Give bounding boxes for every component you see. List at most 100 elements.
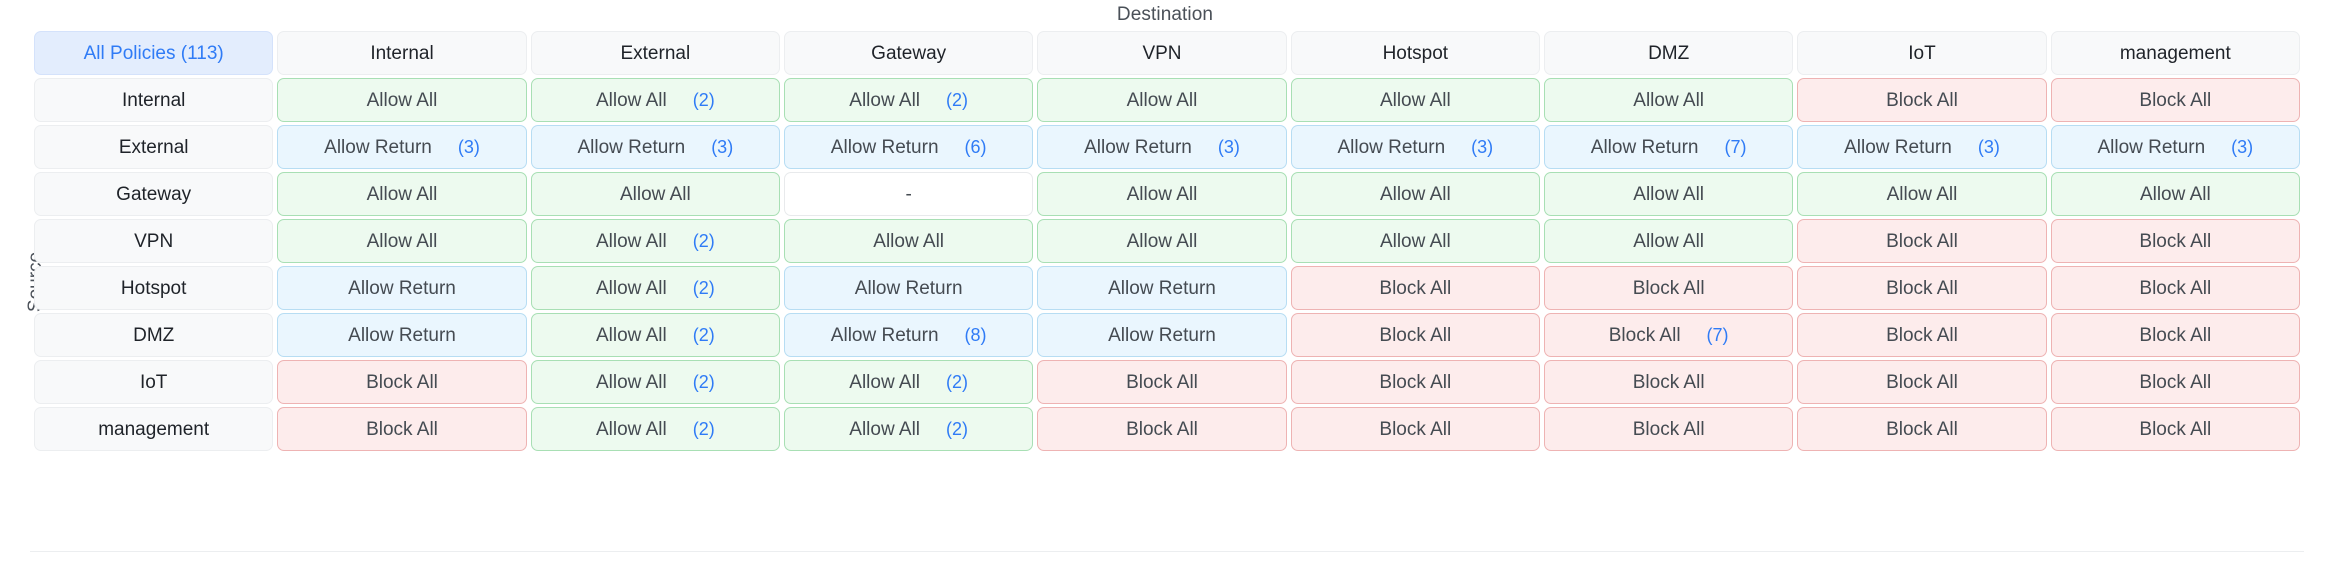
policy-cell-vpn-to-gateway[interactable]: Allow All <box>784 219 1034 263</box>
matrix-cell[interactable]: Allow All <box>1543 172 1794 216</box>
matrix-cell[interactable]: Allow All <box>277 172 527 216</box>
matrix-cell[interactable]: Allow All(2) <box>784 360 1034 404</box>
matrix-cell[interactable]: Block All <box>1797 266 2047 310</box>
matrix-cell[interactable]: Block All <box>1037 360 1287 404</box>
matrix-cell[interactable]: Allow All(2) <box>530 407 780 451</box>
matrix-cell[interactable]: Block All <box>1543 266 1794 310</box>
policy-cell-dmz-to-external[interactable]: Allow All(2) <box>530 313 780 357</box>
policy-cell-gateway-to-internal[interactable]: Allow All <box>277 172 527 216</box>
policy-cell-management-to-gateway[interactable]: Allow All(2) <box>784 407 1034 451</box>
column-header-cell[interactable]: DMZ <box>1543 31 1794 75</box>
policy-cell-internal-to-hotspot[interactable]: Allow All <box>1290 78 1540 122</box>
policy-cell-dmz-to-hotspot[interactable]: Block All <box>1290 313 1540 357</box>
matrix-cell[interactable]: Allow All <box>277 78 527 122</box>
matrix-cell[interactable]: Block All <box>2050 78 2300 122</box>
matrix-cell[interactable]: Block All <box>1037 407 1287 451</box>
policy-cell-management-to-external[interactable]: Allow All(2) <box>530 407 780 451</box>
policy-cell-internal-to-dmz[interactable]: Allow All <box>1543 78 1794 122</box>
matrix-cell[interactable]: Block All <box>1797 407 2047 451</box>
policy-cell-vpn-to-vpn[interactable]: Allow All <box>1037 219 1287 263</box>
matrix-cell[interactable]: Allow Return(3) <box>1037 125 1287 169</box>
policy-cell-dmz-to-management[interactable]: Block All <box>2050 313 2300 357</box>
row-header-cell[interactable]: Hotspot <box>34 266 274 310</box>
matrix-cell[interactable]: Allow All(2) <box>784 78 1034 122</box>
column-header-management[interactable]: management <box>2050 31 2300 75</box>
matrix-cell[interactable]: Allow All <box>2050 172 2300 216</box>
matrix-cell[interactable]: Block All(7) <box>1543 313 1794 357</box>
policy-cell-iot-to-management[interactable]: Block All <box>2050 360 2300 404</box>
policy-cell-iot-to-internal[interactable]: Block All <box>277 360 527 404</box>
matrix-cell[interactable]: Allow All <box>1797 172 2047 216</box>
policy-cell-hotspot-to-gateway[interactable]: Allow Return <box>784 266 1034 310</box>
matrix-cell[interactable]: Allow Return <box>784 266 1034 310</box>
matrix-cell[interactable]: Allow All <box>1037 172 1287 216</box>
policy-cell-dmz-to-iot[interactable]: Block All <box>1797 313 2047 357</box>
matrix-cell[interactable]: Allow All <box>277 219 527 263</box>
policy-cell-external-to-dmz[interactable]: Allow Return(7) <box>1543 125 1794 169</box>
policy-cell-gateway-to-gateway[interactable]: - <box>784 172 1034 216</box>
matrix-cell[interactable]: Allow Return <box>277 313 527 357</box>
column-header-vpn[interactable]: VPN <box>1037 31 1287 75</box>
row-header-gateway[interactable]: Gateway <box>34 172 274 216</box>
row-header-dmz[interactable]: DMZ <box>34 313 274 357</box>
matrix-cell[interactable]: Allow All <box>1543 219 1794 263</box>
policy-cell-gateway-to-vpn[interactable]: Allow All <box>1037 172 1287 216</box>
policy-cell-gateway-to-hotspot[interactable]: Allow All <box>1290 172 1540 216</box>
matrix-cell[interactable]: Allow Return(3) <box>277 125 527 169</box>
matrix-cell[interactable]: Block All <box>1290 407 1540 451</box>
matrix-cell[interactable]: Allow Return(3) <box>1797 125 2047 169</box>
policy-cell-management-to-internal[interactable]: Block All <box>277 407 527 451</box>
row-header-hotspot[interactable]: Hotspot <box>34 266 274 310</box>
matrix-cell[interactable]: Allow All <box>1290 172 1540 216</box>
row-header-cell[interactable]: Gateway <box>34 172 274 216</box>
matrix-cell[interactable]: Allow All(2) <box>530 266 780 310</box>
matrix-cell[interactable]: Block All <box>1290 313 1540 357</box>
policy-cell-internal-to-internal[interactable]: Allow All <box>277 78 527 122</box>
column-header-iot[interactable]: IoT <box>1797 31 2047 75</box>
matrix-cell[interactable]: Allow Return(3) <box>530 125 780 169</box>
matrix-cell[interactable]: Block All <box>277 360 527 404</box>
policy-cell-iot-to-dmz[interactable]: Block All <box>1543 360 1794 404</box>
policy-cell-management-to-management[interactable]: Block All <box>2050 407 2300 451</box>
column-header-cell[interactable]: IoT <box>1797 31 2047 75</box>
column-header-cell[interactable]: External <box>530 31 780 75</box>
policy-cell-management-to-hotspot[interactable]: Block All <box>1290 407 1540 451</box>
matrix-cell[interactable]: Block All <box>2050 219 2300 263</box>
row-header-cell[interactable]: External <box>34 125 274 169</box>
policy-cell-external-to-hotspot[interactable]: Allow Return(3) <box>1290 125 1540 169</box>
policy-cell-management-to-iot[interactable]: Block All <box>1797 407 2047 451</box>
policy-cell-dmz-to-vpn[interactable]: Allow Return <box>1037 313 1287 357</box>
policy-cell-hotspot-to-vpn[interactable]: Allow Return <box>1037 266 1287 310</box>
column-header-internal[interactable]: Internal <box>277 31 527 75</box>
policy-cell-iot-to-hotspot[interactable]: Block All <box>1290 360 1540 404</box>
matrix-cell[interactable]: - <box>784 172 1034 216</box>
matrix-cell[interactable]: Allow Return(8) <box>784 313 1034 357</box>
policy-cell-vpn-to-internal[interactable]: Allow All <box>277 219 527 263</box>
row-header-iot[interactable]: IoT <box>34 360 274 404</box>
row-header-cell[interactable]: Internal <box>34 78 274 122</box>
matrix-cell[interactable]: Allow Return(7) <box>1543 125 1794 169</box>
row-header-cell[interactable]: DMZ <box>34 313 274 357</box>
matrix-cell[interactable]: Block All <box>1797 78 2047 122</box>
policy-cell-dmz-to-internal[interactable]: Allow Return <box>277 313 527 357</box>
matrix-cell[interactable]: Allow Return <box>277 266 527 310</box>
policy-cell-hotspot-to-internal[interactable]: Allow Return <box>277 266 527 310</box>
all-policies-button[interactable]: All Policies (113) <box>34 31 274 75</box>
matrix-cell[interactable]: Block All <box>2050 407 2300 451</box>
column-header-external[interactable]: External <box>530 31 780 75</box>
policy-cell-external-to-vpn[interactable]: Allow Return(3) <box>1037 125 1287 169</box>
policy-cell-internal-to-gateway[interactable]: Allow All(2) <box>784 78 1034 122</box>
matrix-cell[interactable]: Allow Return(3) <box>1290 125 1540 169</box>
column-header-cell[interactable]: Internal <box>277 31 527 75</box>
policy-cell-gateway-to-dmz[interactable]: Allow All <box>1543 172 1794 216</box>
policy-cell-dmz-to-dmz[interactable]: Block All(7) <box>1543 313 1794 357</box>
policy-cell-iot-to-iot[interactable]: Block All <box>1797 360 2047 404</box>
row-header-management[interactable]: management <box>34 407 274 451</box>
policy-cell-gateway-to-management[interactable]: Allow All <box>2050 172 2300 216</box>
matrix-cell[interactable]: Block All <box>2050 313 2300 357</box>
policy-cell-vpn-to-external[interactable]: Allow All(2) <box>530 219 780 263</box>
policy-cell-iot-to-external[interactable]: Allow All(2) <box>530 360 780 404</box>
policy-cell-hotspot-to-iot[interactable]: Block All <box>1797 266 2047 310</box>
matrix-cell[interactable]: Block All <box>2050 360 2300 404</box>
policy-cell-management-to-vpn[interactable]: Block All <box>1037 407 1287 451</box>
